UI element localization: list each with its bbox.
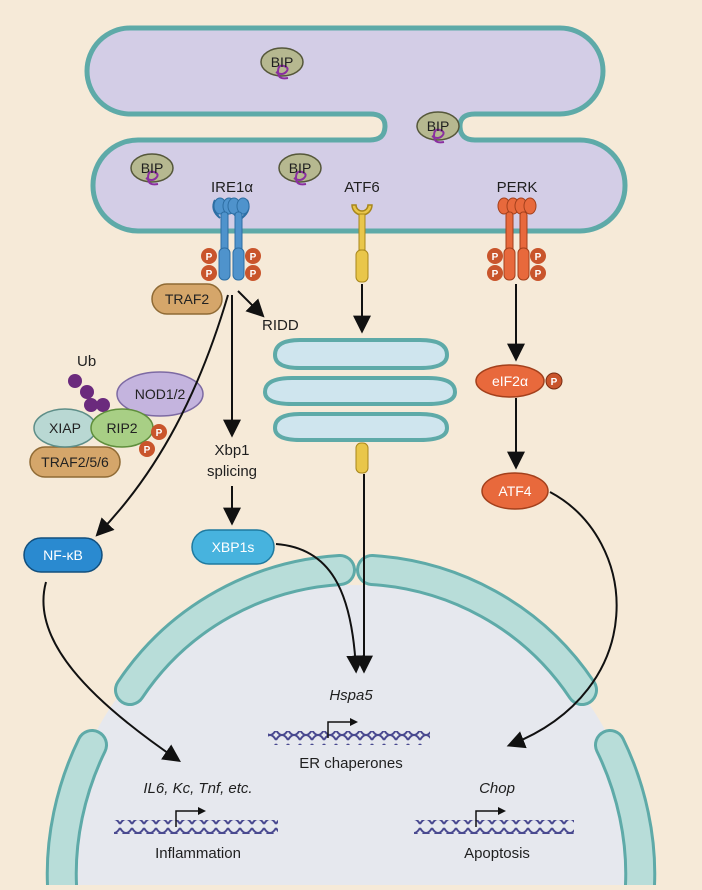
svg-text:NOD1/2: NOD1/2 (135, 386, 186, 402)
svg-text:P: P (250, 252, 257, 263)
ridd-label: RIDD (262, 317, 299, 334)
nfkb-pill: NF-κB (23, 537, 103, 573)
ub-chain (68, 374, 110, 412)
arrow-atf4-chop (506, 491, 618, 749)
inflammation-label: Inflammation (155, 845, 241, 862)
golgi-apparatus (262, 338, 458, 442)
hspa5-label: Hspa5 (329, 687, 373, 704)
atf6-label: ATF6 (344, 179, 380, 196)
svg-text:P: P (535, 269, 542, 280)
bip-center: BIP (278, 153, 322, 186)
xbp1-splicing-line2: splicing (207, 463, 257, 480)
svg-text:P: P (551, 377, 558, 388)
phospho-group: P P P P (487, 248, 546, 281)
nuclear-envelope-lower-left (48, 732, 105, 890)
atf6-receptor (351, 204, 373, 283)
bip-middle: BIP (416, 111, 460, 144)
perk-receptor: P P P P (487, 197, 546, 281)
arrow-xbp1s-hspa5 (275, 543, 365, 674)
er-lumen (84, 25, 628, 234)
bip-label: BIP (271, 54, 294, 70)
bip-left: BIP (130, 153, 174, 186)
svg-text:XIAP: XIAP (49, 420, 81, 436)
nuclear-envelope-right (359, 557, 595, 703)
arrows (42, 284, 618, 763)
il6-label: IL6, Kc, Tnf, etc. (143, 780, 252, 797)
bip-label: BIP (427, 118, 450, 134)
traf2-pill: TRAF2 (151, 283, 223, 315)
xbp1-splicing-line1: Xbp1 (214, 442, 249, 459)
svg-text:XBP1s: XBP1s (212, 539, 255, 555)
svg-text:TRAF2: TRAF2 (165, 291, 210, 307)
er-chaperones-label: ER chaperones (299, 755, 402, 772)
ub-label: Ub (77, 353, 96, 370)
bip-label: BIP (289, 160, 312, 176)
traf256-pill: TRAF2/5/6 (29, 446, 121, 478)
svg-text:P: P (250, 269, 257, 280)
ire1-label: IRE1α (211, 179, 253, 196)
svg-text:P: P (492, 252, 499, 263)
arrow-ridd (237, 290, 265, 318)
xiap-pill: XIAP (33, 408, 97, 448)
svg-text:P: P (144, 445, 151, 456)
svg-text:P: P (206, 269, 213, 280)
svg-text:RIP2: RIP2 (106, 420, 137, 436)
svg-text:P: P (535, 252, 542, 263)
atf6-fragment (355, 442, 369, 474)
dna-helix (268, 731, 430, 745)
chop-label: Chop (479, 780, 515, 797)
svg-text:NF-κB: NF-κB (43, 547, 83, 563)
dna-helix (114, 820, 278, 834)
svg-text:eIF2α: eIF2α (492, 373, 528, 389)
endoplasmic-reticulum: BIP BIP BIP BIP IRE1α ATF6 PERK (84, 25, 628, 234)
nuclear-envelope-left (117, 557, 353, 703)
rip2-phospho: P P (139, 424, 167, 457)
svg-text:ATF4: ATF4 (498, 483, 531, 499)
atf4-pill: ATF4 (481, 472, 549, 510)
xbp1s-pill: XBP1s (191, 529, 275, 565)
gene-chop: Chop Apoptosis (414, 780, 574, 862)
perk-label: PERK (497, 179, 538, 196)
svg-text:P: P (156, 428, 163, 439)
svg-text:P: P (206, 252, 213, 263)
nod12-pill: NOD1/2 (116, 371, 204, 417)
ire1-receptor: P P P P (201, 197, 261, 281)
eif2a-pill: eIF2α P (475, 364, 563, 398)
svg-text:P: P (492, 269, 499, 280)
rip2-pill: RIP2 (90, 408, 154, 448)
gene-hspa5: Hspa5 ER chaperones (268, 687, 430, 772)
bip-label: BIP (141, 160, 164, 176)
bip-top: BIP (260, 47, 304, 80)
phospho-group: P P P P (201, 248, 261, 281)
apoptosis-label: Apoptosis (464, 845, 530, 862)
arrow-nfkb (95, 294, 229, 537)
svg-text:TRAF2/5/6: TRAF2/5/6 (41, 454, 109, 470)
arrow-nfkb-il6 (42, 581, 181, 763)
gene-il6: IL6, Kc, Tnf, etc. Inflammation (114, 780, 278, 862)
dna-helix (414, 820, 574, 834)
nuclear-envelope-lower-right (597, 732, 654, 890)
